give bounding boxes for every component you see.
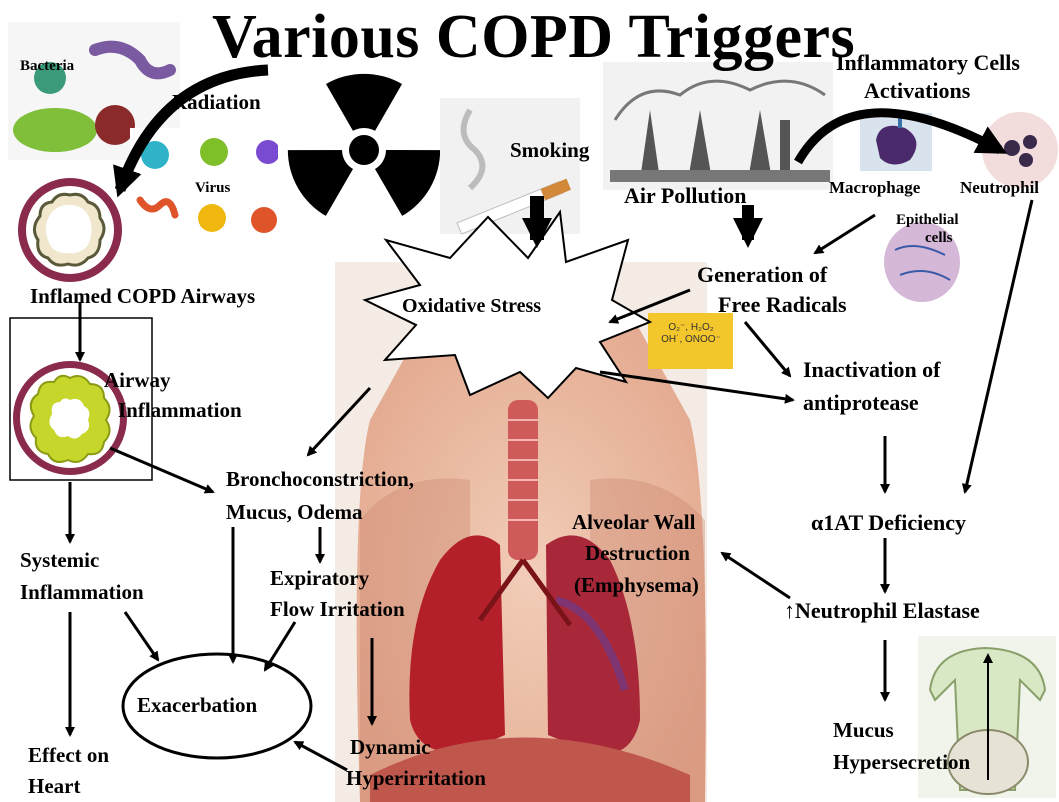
antiprotease-label-line1: Inactivation of (803, 357, 941, 382)
bacteria-label: Bacteria (20, 58, 74, 75)
dynamic-label-line2: Hyperirritation (346, 766, 486, 791)
airway-inflammation-label-line1: Airway (104, 368, 171, 393)
inflammatory-cells-heading-line2: Activations (864, 78, 970, 103)
systemic-label-line2: Inflammation (20, 580, 144, 605)
epithelial-label-line2: cells (925, 230, 953, 247)
neutrophil-label: Neutrophil (960, 178, 1039, 198)
factory-image (603, 62, 833, 190)
epithelial-label-line1: Epithelial (896, 212, 959, 229)
bronchoconstriction-label-line2: Mucus, Odema (226, 500, 363, 525)
radical-formula-line1: O₂⁻, H₂O₂ (652, 322, 730, 334)
mucus-label-line2: Hypersecretion (833, 750, 970, 775)
free-radicals-label-line2: Free Radicals (718, 292, 847, 317)
oxidative-stress-label: Oxidative Stress (402, 296, 541, 316)
inflammatory-cells-heading-line1: Inflammatory Cells (836, 50, 1020, 75)
exacerbation-label: Exacerbation (137, 693, 257, 718)
macrophage-label: Macrophage (829, 178, 920, 198)
alveolar-label-line2: Destruction (585, 541, 690, 566)
alveolar-label-line3: (Emphysema) (574, 573, 699, 598)
alveolar-label-line1: Alveolar Wall (572, 510, 695, 535)
free-radicals-label-line1: Generation of (697, 262, 827, 287)
radical-formula-line2: OH˙, ONOO⁻ (652, 334, 730, 346)
systemic-label-line1: Systemic (20, 548, 99, 573)
elastase-label: ↑Neutrophil Elastase (784, 598, 980, 623)
expiratory-label-line2: Flow Irritation (270, 597, 405, 622)
virus-label: Virus (195, 180, 230, 197)
heart-label-line1: Effect on (28, 743, 109, 768)
heart-label-line2: Heart (28, 774, 80, 799)
radiation-symbol (278, 74, 450, 240)
airway-inflammation-label-line2: Inflammation (118, 398, 242, 423)
smoking-label: Smoking (510, 140, 589, 160)
cell-images (860, 112, 1058, 302)
a1at-label: α1AT Deficiency (811, 510, 966, 535)
inflamed-airways-label: Inflamed COPD Airways (30, 284, 255, 309)
radical-formula-text: O₂⁻, H₂O₂ OH˙, ONOO⁻ (652, 322, 730, 346)
diagram-title: Various COPD Triggers (212, 2, 855, 72)
antiprotease-label-line2: antiprotease (803, 390, 919, 415)
air-pollution-label: Air Pollution (624, 183, 746, 208)
radiation-label: Radiation (172, 92, 261, 112)
expiratory-label-line1: Expiratory (270, 566, 369, 591)
mucus-label-line1: Mucus (833, 718, 894, 743)
inflamed-airway-image (18, 178, 122, 282)
dynamic-label-line1: Dynamic (350, 735, 431, 760)
bronchoconstriction-label-line1: Bronchoconstriction, (226, 467, 414, 492)
